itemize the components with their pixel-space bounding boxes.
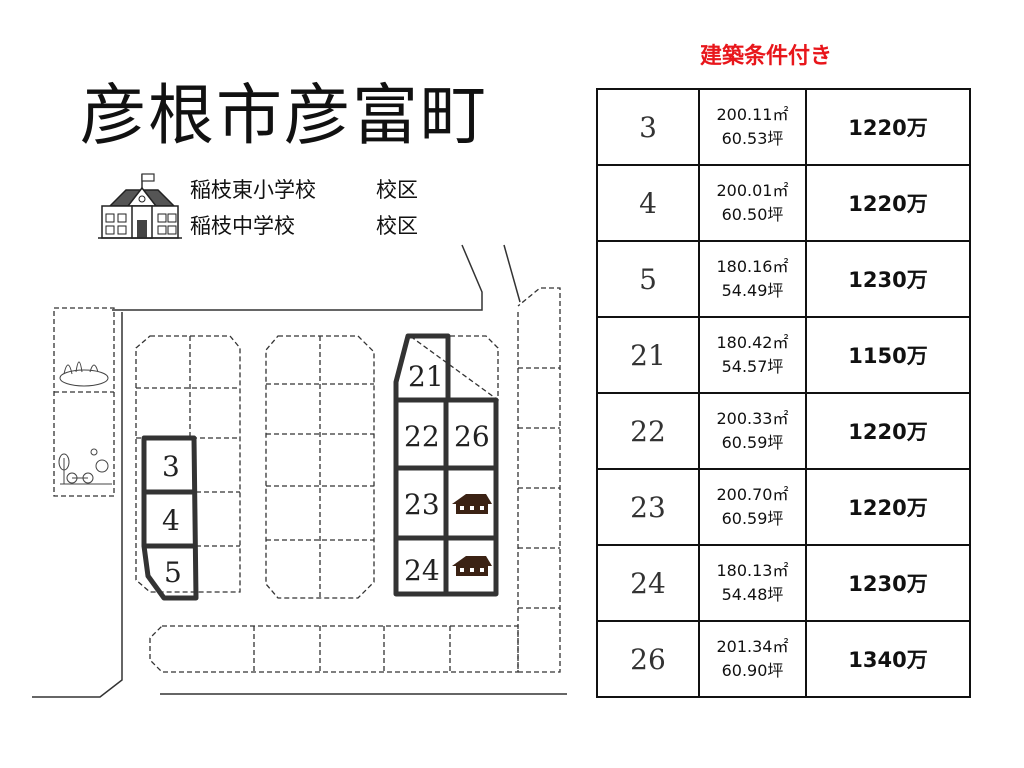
lot-block bbox=[408, 335, 499, 402]
lot-price: 1220万 bbox=[805, 468, 971, 546]
lot-number: 21 bbox=[596, 316, 700, 394]
table-row: 21 180.42㎡ 54.57坪 1150万 bbox=[596, 316, 971, 394]
lot-area-m2: 180.13㎡ bbox=[716, 561, 789, 580]
lot-price: 1220万 bbox=[805, 164, 971, 242]
lot-area: 180.13㎡ 54.48坪 bbox=[698, 544, 807, 622]
lot-area: 200.11㎡ 60.53坪 bbox=[698, 88, 807, 166]
lot-area: 200.01㎡ 60.50坪 bbox=[698, 164, 807, 242]
lot-number: 3 bbox=[596, 88, 700, 166]
map-lot-label: 4 bbox=[162, 504, 180, 537]
map-lot-label: 26 bbox=[454, 420, 490, 453]
lot-area-m2: 201.34㎡ bbox=[716, 637, 789, 656]
lot-area-tsubo: 54.49坪 bbox=[721, 281, 784, 300]
map-lot-label: 21 bbox=[408, 360, 444, 393]
school-zone: 校区 bbox=[376, 178, 418, 202]
table-row: 26 201.34㎡ 60.90坪 1340万 bbox=[596, 620, 971, 698]
school-icon bbox=[98, 173, 182, 239]
school-name: 稲枝中学校 bbox=[190, 214, 295, 238]
lot-number: 26 bbox=[596, 620, 700, 698]
map-lot-label: 3 bbox=[162, 450, 180, 483]
lot-area-tsubo: 60.50坪 bbox=[721, 205, 784, 224]
park-strip bbox=[53, 307, 115, 497]
lot-area-m2: 200.01㎡ bbox=[716, 181, 789, 200]
road-line bbox=[32, 312, 123, 698]
table-row: 5 180.16㎡ 54.49坪 1230万 bbox=[596, 240, 971, 318]
lot-block bbox=[135, 335, 241, 593]
park-icon bbox=[58, 361, 112, 485]
road-line bbox=[503, 244, 521, 303]
lot-price: 1230万 bbox=[805, 544, 971, 622]
house-icon bbox=[452, 494, 492, 514]
lot-area-m2: 180.16㎡ bbox=[716, 257, 789, 276]
lot-number: 23 bbox=[596, 468, 700, 546]
lot-area-m2: 200.70㎡ bbox=[716, 485, 789, 504]
map-lot-label: 24 bbox=[404, 554, 440, 587]
house-icon bbox=[452, 556, 492, 576]
school-junior-high: 稲枝中学校 校区 bbox=[190, 210, 418, 240]
lot-block bbox=[149, 625, 519, 673]
map-lot-label: 23 bbox=[404, 488, 440, 521]
lot-area: 200.70㎡ 60.59坪 bbox=[698, 468, 807, 546]
condition-label: 建築条件付き bbox=[700, 44, 833, 69]
lot-price: 1340万 bbox=[805, 620, 971, 698]
lot-price: 1150万 bbox=[805, 316, 971, 394]
lot-number: 4 bbox=[596, 164, 700, 242]
lot-price: 1230万 bbox=[805, 240, 971, 318]
lot-price: 1220万 bbox=[805, 392, 971, 470]
lot-number: 24 bbox=[596, 544, 700, 622]
map-lot-label: 5 bbox=[164, 556, 182, 589]
lot-number: 22 bbox=[596, 392, 700, 470]
table-row: 24 180.13㎡ 54.48坪 1230万 bbox=[596, 544, 971, 622]
table-row: 3 200.11㎡ 60.53坪 1220万 bbox=[596, 88, 971, 166]
lot-area: 201.34㎡ 60.90坪 bbox=[698, 620, 807, 698]
table-row: 23 200.70㎡ 60.59坪 1220万 bbox=[596, 468, 971, 546]
lot-area-tsubo: 54.48坪 bbox=[721, 585, 784, 604]
school-name: 稲枝東小学校 bbox=[190, 178, 316, 202]
lot-area-tsubo: 60.90坪 bbox=[721, 661, 784, 680]
lot-price: 1220万 bbox=[805, 88, 971, 166]
lot-area-tsubo: 60.59坪 bbox=[721, 509, 784, 528]
lot-area: 180.42㎡ 54.57坪 bbox=[698, 316, 807, 394]
table-row: 4 200.01㎡ 60.50坪 1220万 bbox=[596, 164, 971, 242]
lot-area-tsubo: 54.57坪 bbox=[721, 357, 784, 376]
road-line bbox=[112, 244, 483, 311]
site-map: 3 4 5 21 22 26 23 24 bbox=[32, 244, 567, 698]
table-row: 22 200.33㎡ 60.59坪 1220万 bbox=[596, 392, 971, 470]
school-zone: 校区 bbox=[376, 214, 418, 238]
lot-area-m2: 200.33㎡ bbox=[716, 409, 789, 428]
map-lot-label: 22 bbox=[404, 420, 440, 453]
school-elementary: 稲枝東小学校 校区 bbox=[190, 174, 418, 204]
lot-area: 180.16㎡ 54.49坪 bbox=[698, 240, 807, 318]
lot-block bbox=[265, 335, 375, 599]
lot-number: 5 bbox=[596, 240, 700, 318]
lot-area: 200.33㎡ 60.59坪 bbox=[698, 392, 807, 470]
lot-area-tsubo: 60.59坪 bbox=[721, 433, 784, 452]
lot-block bbox=[517, 287, 561, 673]
lot-area-tsubo: 60.53坪 bbox=[721, 129, 784, 148]
lot-area-m2: 200.11㎡ bbox=[716, 105, 789, 124]
lot-area-m2: 180.42㎡ bbox=[716, 333, 789, 352]
page-title: 彦根市彦富町 bbox=[80, 77, 488, 154]
